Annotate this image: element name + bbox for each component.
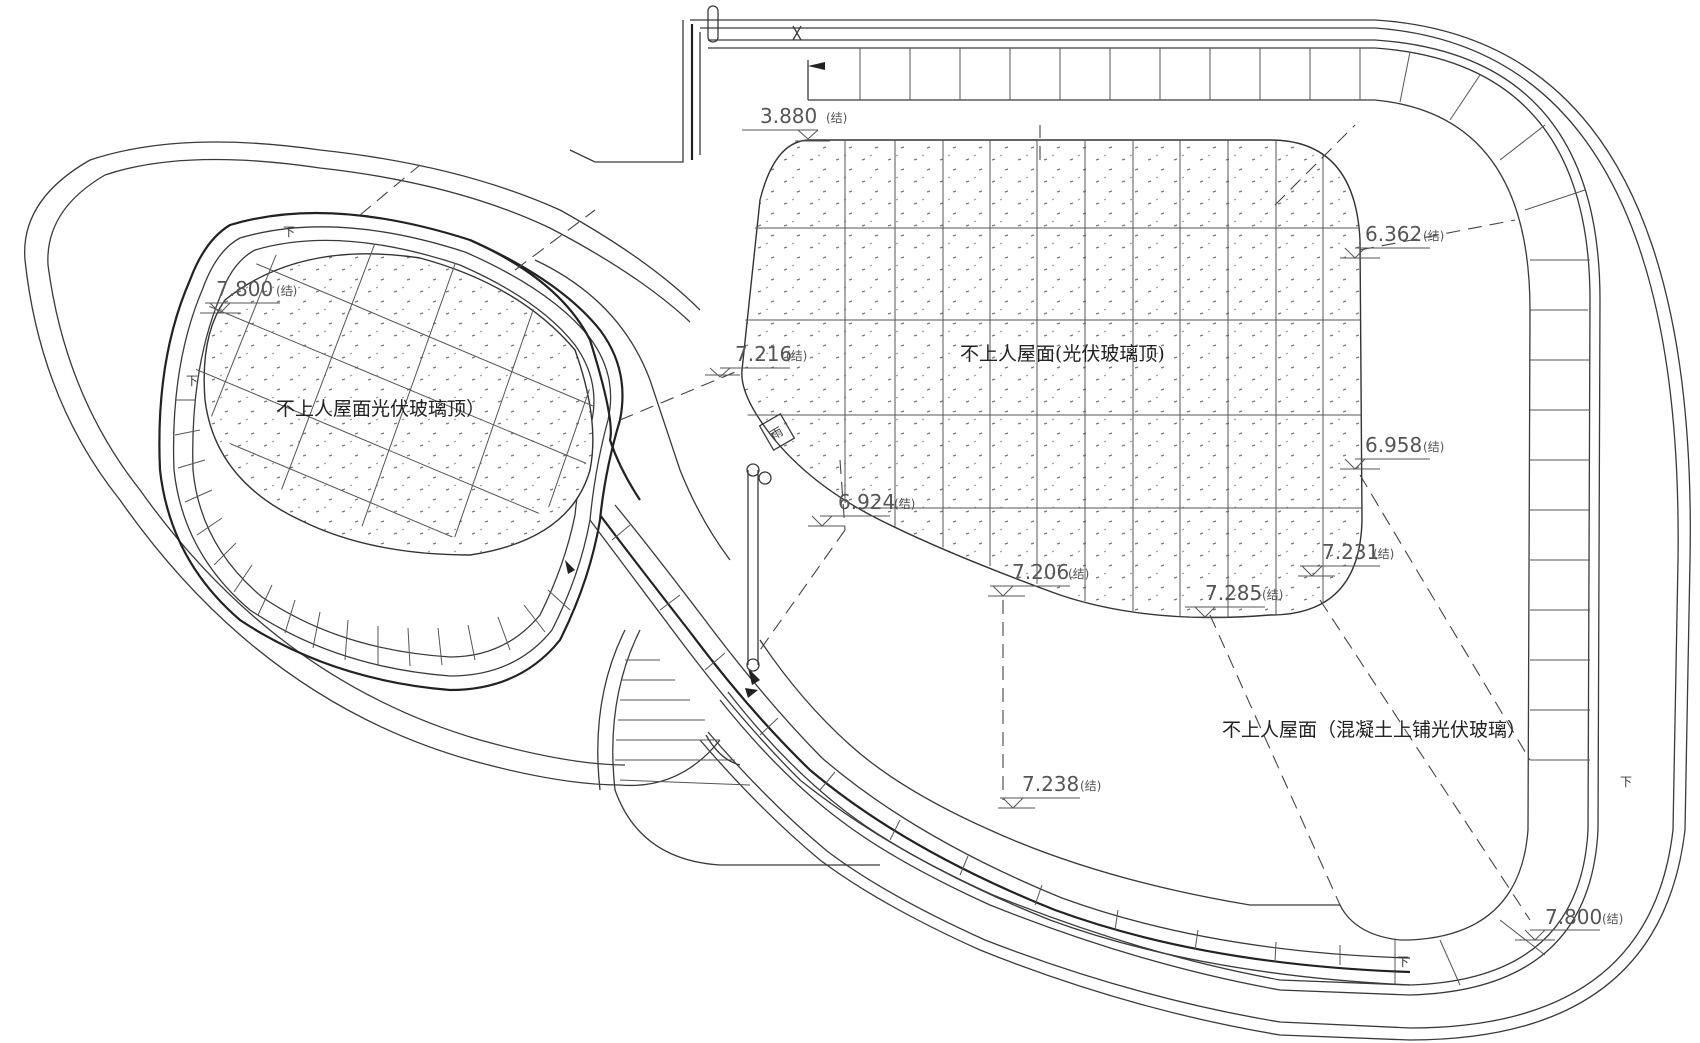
svg-text:(结): (结) [1262, 588, 1283, 602]
elevation-e4: 6.362 (结) [1340, 222, 1444, 259]
lower-stair [597, 629, 880, 866]
left-roof-label: 不上人屋面光伏玻璃顶） [276, 398, 485, 420]
svg-text:7.800: 7.800 [1545, 905, 1602, 929]
svg-text:(结): (结) [1423, 229, 1444, 243]
down-markers: 下 下 下 下 [186, 225, 1632, 969]
svg-text:3.880: 3.880 [760, 104, 817, 128]
elevation-e7: 7.206 (结) [988, 560, 1089, 597]
right-building-outline [569, 5, 1691, 1041]
elevation-e3: 7.216 (结) [705, 342, 807, 378]
svg-text:下: 下 [1620, 775, 1632, 789]
svg-text:7.800: 7.800 [216, 277, 273, 301]
svg-text:(结): (结) [276, 284, 297, 298]
elevation-e5: 6.958 (结) [1340, 433, 1444, 470]
svg-text:(结): (结) [1080, 779, 1101, 793]
svg-text:下: 下 [283, 225, 295, 239]
svg-text:6.924: 6.924 [838, 490, 895, 514]
svg-text:(结): (结) [786, 349, 807, 363]
svg-text:下: 下 [1397, 955, 1409, 969]
svg-text:6.958: 6.958 [1365, 433, 1422, 457]
svg-text:(结): (结) [1602, 912, 1623, 926]
elevation-e10: 7.238 (结) [998, 772, 1101, 809]
svg-text:7.216: 7.216 [735, 342, 792, 366]
svg-text:7.206: 7.206 [1012, 560, 1069, 584]
s-walkway [469, 238, 1411, 986]
svg-text:7.231: 7.231 [1322, 540, 1379, 564]
area-labels: 不上人屋面光伏玻璃顶） 不上人屋面(光伏玻璃顶) 不上人屋面（混凝土上铺光伏玻璃… [276, 343, 1526, 741]
elevation-e6: 6.924 (结) [808, 490, 915, 527]
elevation-e1: 3.880 (结) [742, 104, 847, 142]
svg-text:(结): (结) [894, 497, 915, 511]
svg-text:7.285: 7.285 [1205, 581, 1262, 605]
left-building-outline [24, 141, 721, 787]
elevation-e9: 7.231 (结) [1298, 540, 1394, 577]
svg-text:(结): (结) [826, 111, 847, 125]
svg-text:6.362: 6.362 [1365, 222, 1422, 246]
elevation-markers: 3.880 (结) 7.800 (结) 7.216 (结) 6.362 (结) … [200, 104, 1623, 941]
center-roof-label: 不上人屋面(光伏玻璃顶) [960, 343, 1165, 365]
svg-text:7.238: 7.238 [1022, 772, 1079, 796]
right-roof-label: 不上人屋面（混凝土上铺光伏玻璃） [1222, 719, 1526, 741]
elevation-e11: 7.800 (结) [1515, 905, 1623, 941]
elevation-e8: 7.285 (结) [1185, 581, 1283, 618]
slope-lines [359, 124, 1531, 921]
elevation-e2: 7.800 (结) [200, 277, 297, 314]
svg-text:下: 下 [186, 374, 198, 388]
svg-text:(结): (结) [1068, 567, 1089, 581]
svg-text:(结): (结) [1423, 440, 1444, 454]
svg-text:(结): (结) [1373, 547, 1394, 561]
